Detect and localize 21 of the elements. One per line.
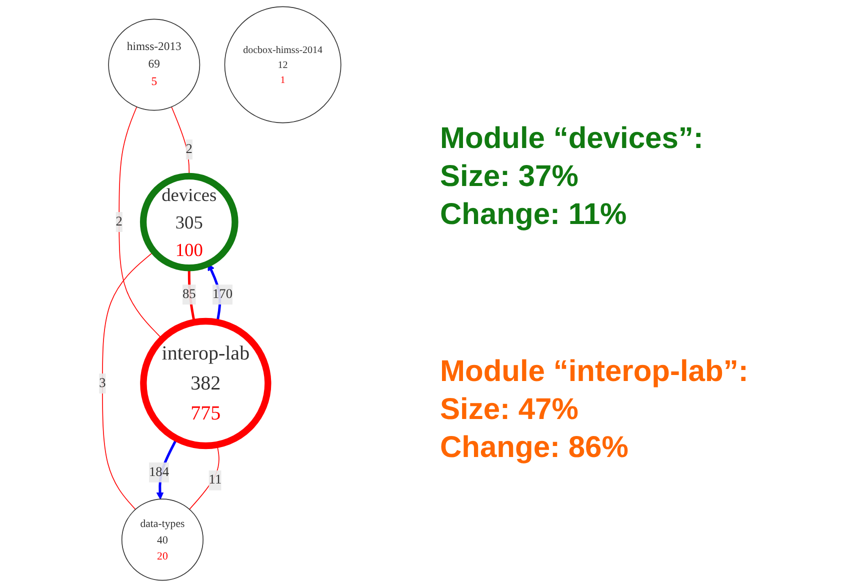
module-stat: Change: 11% [440,196,628,233]
module-stat: Size: 47% [440,392,580,428]
arrow [156,438,178,500]
edge-label: 170 [212,287,232,302]
node-circle: himss-2013 69 5 [108,18,200,111]
module-stat: Change: 86% [440,430,630,466]
connector [102,251,154,510]
connector [118,106,163,340]
module-heading: Module “interop-lab”: [440,354,750,390]
edge-label: 2 [186,142,192,156]
module-stat: Size: 37% [440,158,580,195]
edge-label: 184 [148,464,169,480]
node-circle: interop-lab 382 775 [140,318,272,450]
node-circle: docbox-himss-2014 12 1 [224,6,342,124]
node-circle: devices 305 100 [140,172,238,272]
edge-label: 2 [116,214,122,229]
edge-label: 11 [208,472,222,488]
edge-label: 3 [99,376,106,390]
node-circle: data-types 40 20 [121,498,204,581]
edge-label: 85 [182,287,196,302]
module-heading: Module “devices”: [440,120,704,157]
